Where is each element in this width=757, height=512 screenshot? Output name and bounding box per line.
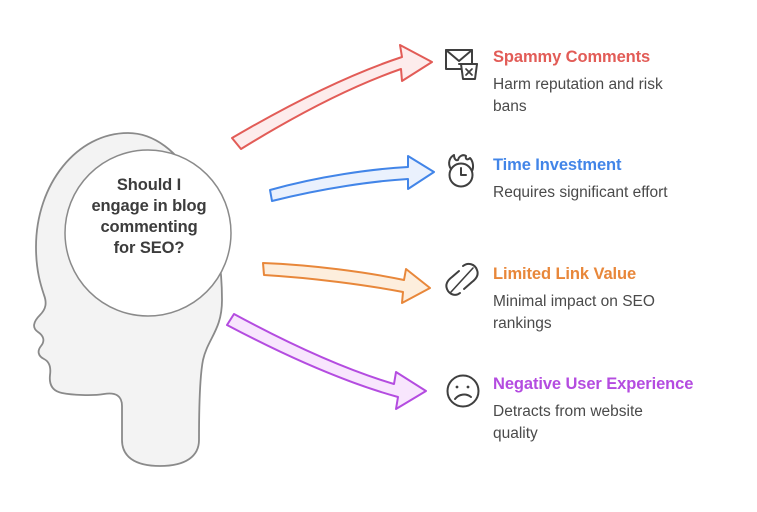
broken-link-icon bbox=[445, 262, 479, 296]
item-description: Requires significant effort bbox=[493, 182, 755, 204]
orange-curved-arrow bbox=[262, 262, 431, 304]
central-question-line: commenting bbox=[100, 218, 198, 236]
item-body: Spammy Comments Harm reputation and risk… bbox=[493, 47, 755, 118]
red-curved-arrow bbox=[231, 44, 433, 150]
burning-clock-icon bbox=[448, 154, 475, 188]
brain-circle bbox=[64, 149, 232, 317]
item-description: Harm reputation and risk bans bbox=[493, 74, 755, 118]
central-question-line: Should I bbox=[116, 176, 182, 194]
envelope-trash-icon bbox=[445, 49, 478, 80]
item-icon-slot bbox=[442, 264, 486, 308]
head-profile-silhouette bbox=[33, 132, 232, 467]
item-description: Minimal impact on SEO rankings bbox=[493, 291, 755, 335]
item-description-line: Detracts from website bbox=[493, 403, 643, 420]
item-title: Negative User Experience bbox=[493, 375, 694, 393]
item-icon-slot bbox=[442, 47, 486, 91]
item-title: Limited Link Value bbox=[493, 265, 637, 283]
reasons-list: Spammy Comments Harm reputation and risk… bbox=[440, 0, 757, 512]
sad-face-icon bbox=[446, 374, 480, 408]
item-icon-slot bbox=[442, 155, 486, 199]
purple-curved-arrow bbox=[226, 313, 427, 410]
item-body: Negative User Experience Detracts from w… bbox=[493, 374, 755, 445]
central-question-line: engage in blog bbox=[91, 197, 207, 215]
item-description-line: quality bbox=[493, 425, 538, 442]
item-title: Spammy Comments bbox=[493, 48, 651, 66]
item-description-line: Minimal impact on SEO bbox=[493, 293, 655, 310]
item-description: Detracts from website quality bbox=[493, 401, 755, 445]
item-title: Time Investment bbox=[493, 156, 622, 174]
item-description-line: bans bbox=[493, 98, 527, 115]
item-description-line: Requires significant effort bbox=[493, 184, 668, 201]
central-question: Should I engage in blog commenting for S… bbox=[72, 175, 226, 259]
item-description-line: Harm reputation and risk bbox=[493, 76, 663, 93]
item-body: Limited Link Value Minimal impact on SEO… bbox=[493, 264, 755, 335]
central-question-line: for SEO? bbox=[113, 239, 185, 257]
item-body: Time Investment Requires significant eff… bbox=[493, 155, 755, 204]
item-icon-slot bbox=[442, 374, 486, 418]
blue-curved-arrow bbox=[269, 155, 435, 202]
item-description-line: rankings bbox=[493, 315, 552, 332]
